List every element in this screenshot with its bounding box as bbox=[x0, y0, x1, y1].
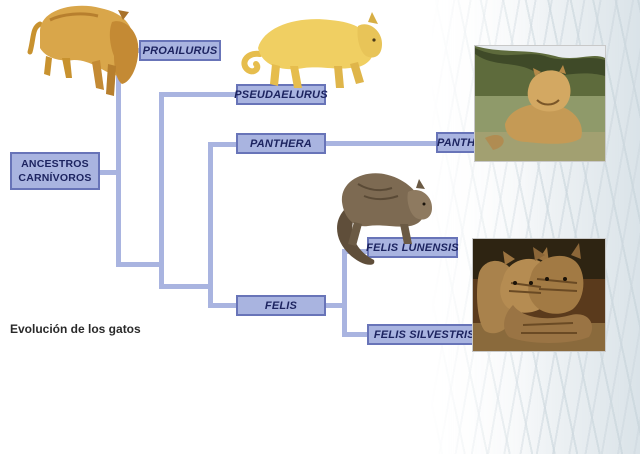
node-proailurus: Proailurus bbox=[139, 40, 221, 61]
connector-trunk-2-to-pseudaelurus bbox=[159, 92, 237, 97]
pseudaelurus-illustration bbox=[238, 8, 388, 94]
connector-trunk-2 bbox=[159, 92, 164, 287]
node-felis: Felis bbox=[236, 295, 326, 316]
connector-trunk-3 bbox=[208, 142, 213, 308]
connector-trunk-3-to-felis bbox=[208, 303, 236, 308]
node-panthera: Panthera bbox=[236, 133, 326, 154]
felis-lunensis-illustration bbox=[318, 166, 438, 270]
kittens-photo bbox=[472, 238, 606, 352]
lioness-photo bbox=[474, 45, 606, 162]
connector-trunk-3-to-panthera bbox=[208, 142, 236, 147]
connector-trunk-2-bottom bbox=[159, 284, 211, 289]
connector-trunk-1-bottom bbox=[116, 262, 164, 267]
node-panthera-label: Panthera bbox=[250, 138, 312, 150]
connector-panthera-to-leo bbox=[325, 141, 437, 146]
diagram-caption: Evolución de los gatos bbox=[10, 322, 141, 336]
root-node-ancestros: ANCESTROS CARNÍVOROS bbox=[10, 152, 100, 190]
connector-to-catus bbox=[342, 332, 368, 337]
node-proailurus-label: Proailurus bbox=[143, 45, 218, 57]
proailurus-illustration bbox=[22, 0, 147, 98]
node-felis-label: Felis bbox=[265, 300, 297, 312]
root-label: ANCESTROS CARNÍVOROS bbox=[12, 157, 98, 185]
